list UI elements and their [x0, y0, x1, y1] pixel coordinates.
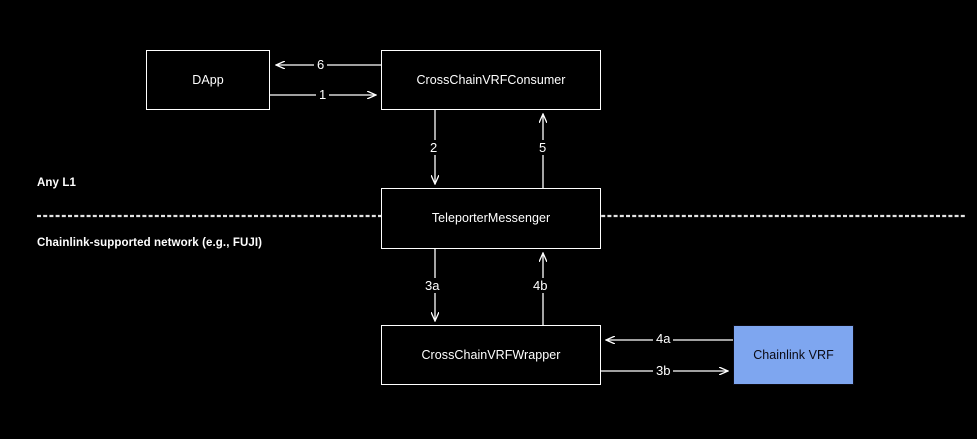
node-teleportermessenger-label: TeleporterMessenger — [431, 211, 551, 225]
node-dapp[interactable]: DApp — [146, 50, 270, 110]
edge-label-4b: 4b — [530, 278, 551, 293]
node-crosschainvrfwrapper-label: CrossChainVRFWrapper — [421, 347, 561, 362]
node-crosschainvrfconsumer[interactable]: CrossChainVRFConsumer — [381, 50, 601, 110]
edge-label-5: 5 — [536, 140, 550, 155]
zone-label-any-l1: Any L1 — [37, 177, 76, 189]
node-crosschainvrfwrapper[interactable]: CrossChainVRFWrapper — [381, 325, 601, 385]
node-teleportermessenger[interactable]: TeleporterMessenger — [381, 188, 601, 249]
edge-label-1: 1 — [316, 87, 330, 102]
node-crosschainvrfconsumer-label: CrossChainVRFConsumer — [416, 72, 566, 87]
edge-label-4a: 4a — [653, 331, 674, 346]
node-chainlink-vrf[interactable]: Chainlink VRF — [733, 325, 854, 385]
zone-label-chainlink-network: Chainlink-supported network (e.g., FUJI) — [37, 237, 263, 249]
edge-label-2: 2 — [427, 140, 441, 155]
edge-label-3a: 3a — [422, 278, 443, 293]
node-chainlink-vrf-label: Chainlink VRF — [753, 347, 834, 362]
edge-label-6: 6 — [314, 57, 328, 72]
edge-label-3b: 3b — [653, 363, 674, 378]
node-dapp-label: DApp — [192, 72, 224, 87]
